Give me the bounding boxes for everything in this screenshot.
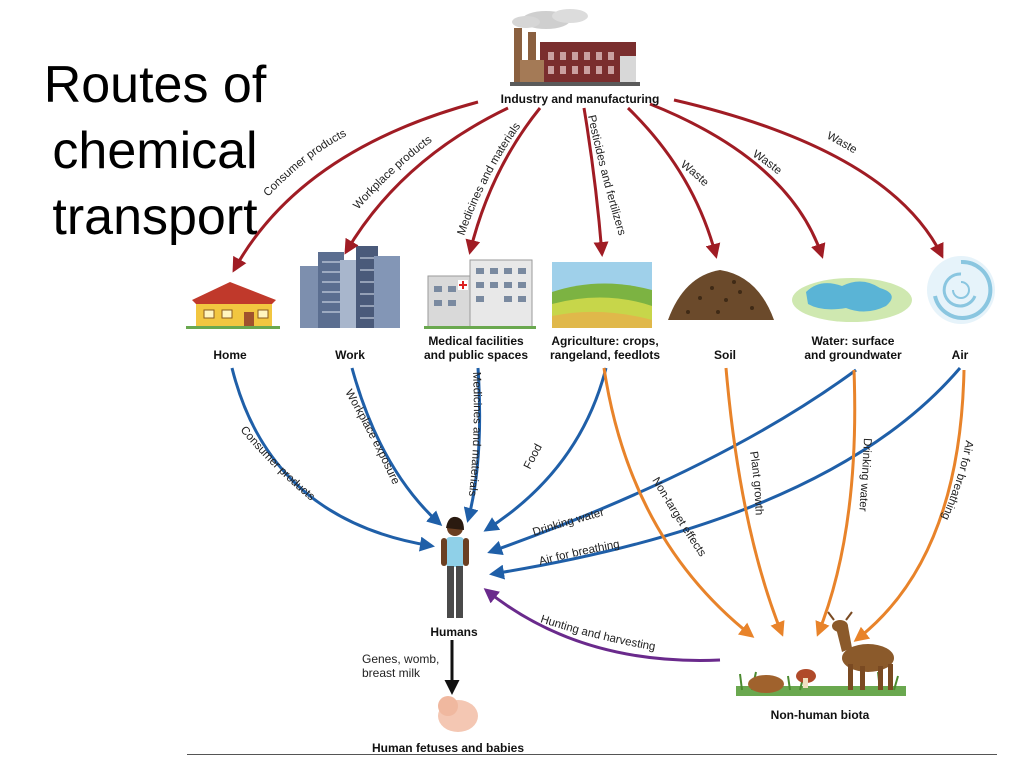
route-label-pesticides-and-fertilizers: Pesticides and fertilizers <box>585 114 628 237</box>
arrow-agriculture-to-biota <box>602 367 755 638</box>
route-label-non-target-effects: Non-target effects <box>649 475 708 559</box>
route-label-consumer-products-human: Consumer products <box>238 424 317 503</box>
human-figure-icon <box>441 516 469 618</box>
wildlife-icon <box>736 611 906 696</box>
slide-title: Routes of chemical transport <box>20 52 290 250</box>
arrow-industry-to-agriculture <box>582 107 609 257</box>
house-icon <box>186 282 280 329</box>
arrow-medical-to-humans <box>463 367 482 523</box>
route-label-medicines-and-materials-human: Medicines and materials <box>466 372 483 498</box>
node-label-work: Work <box>335 348 365 362</box>
node-label-medical-line-2: and public spaces <box>423 348 529 362</box>
node-label-humans: Humans <box>430 625 478 639</box>
fetus-icon <box>438 696 478 732</box>
soil-pile-icon <box>668 270 774 320</box>
arrow-biota-to-humans <box>483 588 721 662</box>
arrow-industry-to-air <box>673 98 944 259</box>
route-label-food: Food <box>522 442 545 471</box>
arrow-air-to-biota <box>853 369 966 642</box>
arrow-home-to-humans <box>230 367 435 552</box>
route-label-air-for-breathing-human: Air for breathing <box>538 539 621 568</box>
node-label-medical-line-1: Medical facilities <box>428 334 524 348</box>
title-line-2: chemical <box>52 122 258 180</box>
node-label-soil: Soil <box>713 348 736 362</box>
node-label-water: Water: surface and groundwater <box>792 334 914 362</box>
node-label-home: Home <box>213 348 247 362</box>
arrow-industry-to-water <box>649 102 826 259</box>
genes-note-line-2: breast milk <box>362 666 421 680</box>
title-line-1: Routes of <box>43 56 267 114</box>
farmland-icon <box>552 262 652 328</box>
arrow-industry-to-work <box>344 106 509 255</box>
arrow-industry-to-home <box>232 100 479 273</box>
arrow-air-to-humans <box>489 367 962 580</box>
arrow-water-to-humans <box>487 368 857 556</box>
water-puddle-icon <box>792 278 912 322</box>
factory-icon <box>510 9 640 86</box>
genes-note: Genes, womb, breast milk <box>362 652 439 680</box>
route-label-drinking-water-human: Drinking water <box>531 507 605 539</box>
genes-note-line-1: Genes, womb, <box>362 652 440 666</box>
node-label-water-line-1: Water: surface <box>811 334 895 348</box>
arrow-industry-to-soil <box>626 106 721 259</box>
route-label-drinking-water-biota: Drinking water <box>856 438 873 512</box>
office-buildings-icon <box>300 246 400 328</box>
node-label-medical: Medical facilities and public spaces <box>414 334 538 362</box>
arrow-water-to-biota <box>815 369 857 637</box>
air-swirl-icon <box>927 256 995 324</box>
node-label-agriculture: Agriculture: crops, rangeland, feedlots <box>540 334 670 362</box>
node-label-water-line-2: and groundwater <box>804 348 902 362</box>
hospital-icon <box>424 259 536 329</box>
route-label-waste-soil: Waste <box>678 159 711 189</box>
node-label-agriculture-line-1: Agriculture: crops, <box>551 334 659 348</box>
arrow-soil-to-biota <box>724 367 785 637</box>
node-label-fetuses: Human fetuses and babies <box>371 741 525 755</box>
title-line-3: transport <box>52 188 258 246</box>
node-label-agriculture-line-2: rangeland, feedlots <box>549 348 661 362</box>
route-label-workplace-exposure: Workplace exposure <box>342 388 401 487</box>
node-label-biota: Non-human biota <box>770 708 870 722</box>
arrow-agriculture-to-humans <box>483 367 608 532</box>
arrow-work-to-humans <box>350 367 443 527</box>
bottom-rule <box>187 754 997 755</box>
node-label-industry: Industry and manufacturing <box>500 92 660 106</box>
arrow-industry-to-medical <box>465 107 542 255</box>
node-label-air: Air <box>951 348 969 362</box>
route-label-medicines-and-materials: Medicines and materials <box>456 120 524 236</box>
